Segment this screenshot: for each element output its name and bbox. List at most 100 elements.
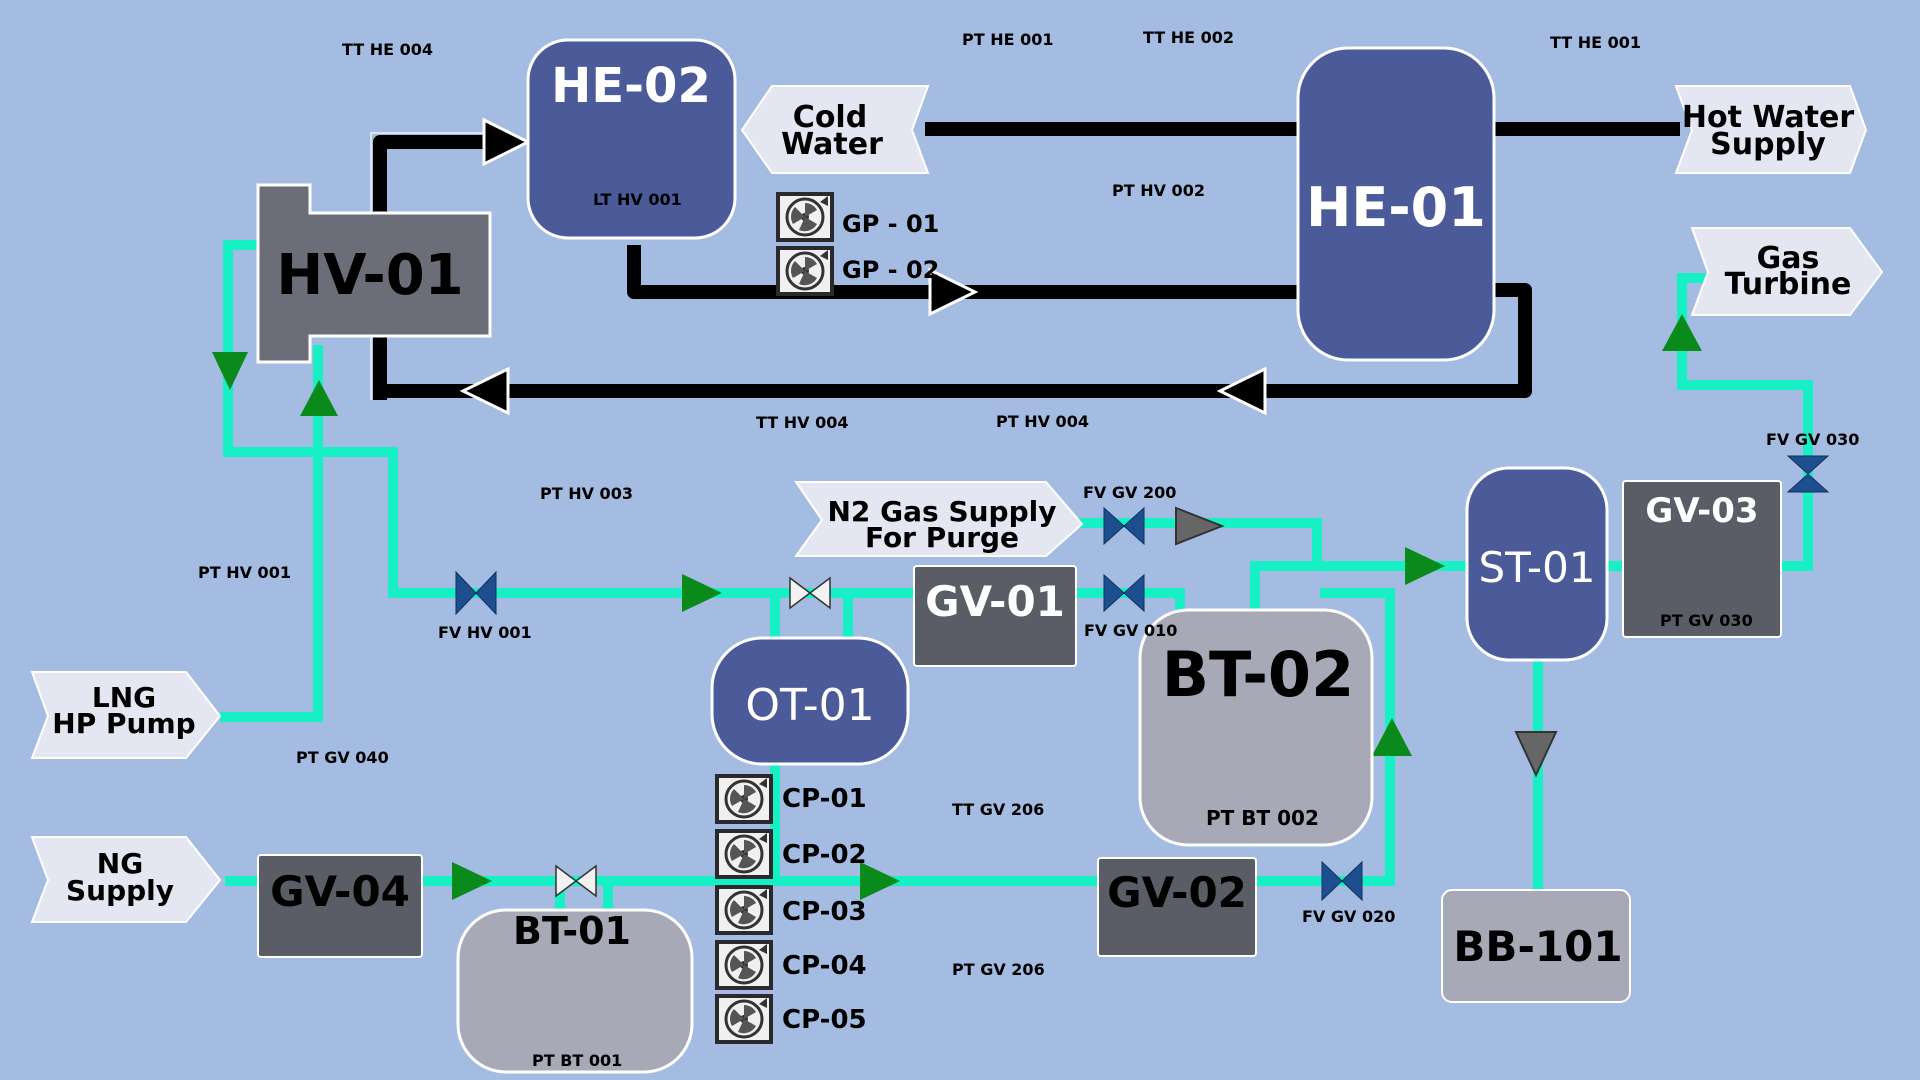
tag-lt-hv-001: LT HV 001 [593,190,682,209]
tag-tt-gv-206: TT GV 206 [952,800,1044,819]
pump-cp-02-label: CP-02 [782,840,867,870]
connector-gas-turbine[interactable]: Gas Turbine [1690,227,1884,316]
pump-icon [774,190,836,244]
flow-arrow-icon [1216,366,1267,416]
vessel-gv-02[interactable]: GV-02 [1097,857,1257,957]
tag-pt-he-001: PT HE 001 [962,30,1054,49]
pump-gp-01[interactable]: GP - 01 [774,190,939,244]
flow-arrow-icon [1405,547,1445,585]
valve-fv-gv-020[interactable] [1321,860,1363,902]
flow-arrow-icon [212,352,248,390]
connector-n2-purge-line1: N2 Gas Supply [828,495,1057,528]
tag-fv-hv-001: FV HV 001 [438,623,532,642]
connector-hot-water-line1: Hot Water [1682,100,1854,135]
vessel-hv-01-label: HV-01 [276,243,463,308]
valve-manual-bt01[interactable] [555,864,597,898]
pump-cp-05[interactable]: CP-05 [713,992,867,1046]
pump-cp-02[interactable]: CP-02 [713,827,867,881]
vessel-bt-02-label: BT-02 [1162,638,1354,711]
vessel-bt-01[interactable]: BT-01 [456,908,694,1074]
vessel-he-01[interactable]: HE-01 [1296,46,1496,362]
vessel-hv-01[interactable]: HV-01 [256,183,492,364]
vessel-bt-02[interactable]: BT-02 [1138,608,1374,847]
connector-hot-water-line2: Supply [1710,127,1826,162]
vessel-gv-02-label: GV-02 [1107,868,1247,917]
tag-tt-he-001: TT HE 001 [1550,33,1641,52]
connector-ng-line2: Supply [66,874,174,907]
tag-pt-hv-002: PT HV 002 [1112,181,1205,200]
valve-fv-gv-010[interactable] [1103,573,1145,613]
tag-tt-he-002: TT HE 002 [1143,28,1234,47]
pump-icon [713,938,775,992]
water-flow-arrows [459,117,1267,416]
connector-gas-turbine-line2: Turbine [1725,267,1852,302]
vessel-gv-04-label: GV-04 [270,867,410,916]
pump-gp-02-label: GP - 02 [842,256,939,284]
connector-lng-line1: LNG [92,681,156,714]
connector-ng-line1: NG [97,847,143,880]
pump-gp-02[interactable]: GP - 02 [774,244,939,298]
water-pipes [373,122,1680,400]
flow-arrow-icon [928,267,979,317]
tag-fv-gv-010: FV GV 010 [1084,621,1177,640]
vessel-gv-04[interactable]: GV-04 [257,854,423,958]
connector-cold-water-line1: Cold [793,100,867,135]
flow-arrow-icon [1662,314,1702,351]
connector-lng-line2: HP Pump [52,707,195,740]
pump-icon [713,992,775,1046]
vessel-bb-101[interactable]: BB-101 [1441,889,1631,1003]
vessel-st-01[interactable]: ST-01 [1465,466,1609,662]
flow-arrow-icon [1514,731,1558,778]
pump-cp-04[interactable]: CP-04 [713,938,867,992]
vessel-gv-01-label: GV-01 [925,577,1065,626]
connector-hot-water-supply[interactable]: Hot Water Supply [1674,85,1868,174]
valve-fv-hv-001[interactable] [455,570,497,616]
vessel-bt-01-label: BT-01 [513,909,631,953]
valve-manual-ot01[interactable] [789,576,831,610]
tag-fv-gv-200: FV GV 200 [1083,483,1176,502]
pump-cp-01-label: CP-01 [782,784,867,814]
vessel-gv-03[interactable]: GV-03 [1622,480,1782,638]
pump-icon [774,244,836,298]
vessel-gv-01[interactable]: GV-01 [913,565,1077,667]
connector-n2-purge[interactable]: N2 Gas Supply For Purge [794,481,1084,557]
flow-arrow-icon [1175,506,1225,546]
flow-arrow-icon [452,862,492,900]
pump-icon [713,772,775,826]
connector-n2-purge-line2: For Purge [865,521,1019,554]
vessel-he-01-label: HE-01 [1306,176,1486,239]
valve-fv-gv-030[interactable] [1786,455,1830,493]
vessel-st-01-label: ST-01 [1478,543,1595,592]
tag-fv-gv-020: FV GV 020 [1302,907,1395,926]
vessel-gv-03-label: GV-03 [1645,491,1758,531]
tag-pt-hv-004: PT HV 004 [996,412,1089,431]
tag-tt-he-004: TT HE 004 [342,40,433,59]
tag-tt-hv-004: TT HV 004 [756,413,849,432]
connector-gas-turbine-line1: Gas [1757,241,1820,276]
vessel-ot-01[interactable]: OT-01 [710,636,910,766]
flow-arrow-icon [459,366,510,416]
gas-flow-arrows [212,314,1702,900]
tag-pt-hv-003: PT HV 003 [540,484,633,503]
vessel-bb-101-label: BB-101 [1453,922,1622,971]
connector-lng-hp-pump[interactable]: LNG HP Pump [30,671,222,759]
pump-cp-01[interactable]: CP-01 [713,772,867,826]
vessel-he-02[interactable]: HE-02 [526,38,737,240]
valve-fv-gv-200[interactable] [1103,506,1145,546]
tag-pt-gv-040: PT GV 040 [296,748,389,767]
pump-icon [713,883,775,937]
vessel-ot-01-label: OT-01 [745,680,874,731]
pump-cp-05-label: CP-05 [782,1005,867,1035]
pump-icon [713,827,775,881]
pump-cp-03[interactable]: CP-03 [713,883,867,937]
instrument-tags: TT HE 004 PT HE 001 TT HE 002 TT HE 001 … [198,28,1859,1070]
connector-ng-supply[interactable]: NG Supply [30,836,222,923]
connector-cold-water[interactable]: Cold Water [740,85,930,174]
connector-cold-water-line2: Water [781,127,883,162]
pump-cp-04-label: CP-04 [782,951,867,981]
flow-arrow-icon [860,862,900,900]
tag-pt-gv-030: PT GV 030 [1660,611,1753,630]
gray-flow-arrows [1175,506,1558,778]
